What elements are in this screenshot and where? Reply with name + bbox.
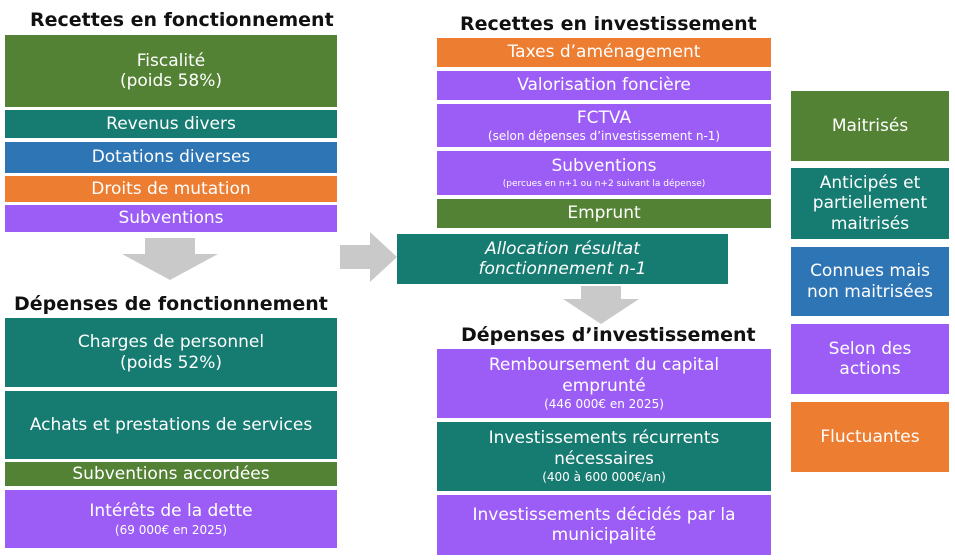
allocation-resultat-label: Allocation résultat <box>485 238 640 259</box>
valorisation-fonciere-label: Valorisation foncière <box>517 75 691 96</box>
legend-selon: Selon des actions <box>791 324 949 394</box>
legend-fluctuantes: Fluctuantes <box>791 402 949 472</box>
remboursement-capital-note: (446 000€ en 2025) <box>544 397 664 412</box>
valorisation-fonciere-box: Valorisation foncière <box>437 71 771 100</box>
legend-anticipes: Anticipés et partiellement maitrisés <box>791 168 949 239</box>
down-arrow-icon <box>122 238 218 280</box>
legend-anticipes-line2: partiellement <box>812 193 928 214</box>
remboursement-capital-label-2: emprunté <box>562 375 646 396</box>
investissements-recurrents-label-2: nécessaires <box>554 448 654 469</box>
revenus-divers-label: Revenus divers <box>106 113 236 134</box>
recettes-fonctionnement-title: Recettes en fonctionnement <box>30 9 334 31</box>
remboursement-capital-label: Remboursement du capital <box>488 355 720 376</box>
legend-selon-line1: Selon des <box>828 338 912 359</box>
interets-box: Intérêts de la dette (69 000€ en 2025) <box>5 490 337 548</box>
taxes-amenagement-box: Taxes d’aménagement <box>437 38 771 67</box>
charges-personnel-box: Charges de personnel (poids 52%) <box>5 318 337 387</box>
allocation-resultat-label-2: fonctionnement n-1 <box>478 259 647 279</box>
charges-personnel-label: Charges de personnel <box>77 332 265 353</box>
recettes-investissement-title: Recettes en investissement <box>460 13 757 35</box>
subventions-accordees-label: Subventions accordées <box>72 463 270 484</box>
subventions-accordees-box: Subventions accordées <box>5 462 337 486</box>
emprunt-label: Emprunt <box>567 203 641 224</box>
achats-label: Achats et prestations de services <box>29 414 313 435</box>
legend-connues-line1: Connues mais <box>810 261 930 282</box>
fiscalite-label: Fiscalité <box>136 50 206 71</box>
investissements-recurrents-box: Investissements récurrents nécessaires (… <box>437 422 771 491</box>
allocation-resultat-box: Allocation résultat fonctionnement n-1 <box>397 234 728 284</box>
investissements-decides-label-2: municipalité <box>551 525 657 545</box>
taxes-amenagement-label: Taxes d’aménagement <box>507 42 701 63</box>
fctva-label: FCTVA <box>576 107 632 128</box>
fiscalite-box: Fiscalité (poids 58%) <box>5 35 337 107</box>
depenses-fonctionnement-title: Dépenses de fonctionnement <box>14 293 328 315</box>
down-arrow-icon <box>563 286 639 324</box>
droits-mutation-label: Droits de mutation <box>91 178 251 199</box>
legend-maitrises: Maitrisés <box>791 91 949 161</box>
interets-note: (69 000€ en 2025) <box>114 522 228 537</box>
legend-connues-line2: non maitrisées <box>806 281 934 302</box>
subventions-recettes-box: Subventions <box>5 205 337 232</box>
legend-anticipes-line1: Anticipés et <box>819 172 921 193</box>
subventions-invest-label: Subventions <box>551 156 657 177</box>
investissements-recurrents-label: Investissements récurrents <box>488 428 720 449</box>
remboursement-capital-box: Remboursement du capital emprunté (446 0… <box>437 349 771 418</box>
depenses-investissement-title: Dépenses d’investissement <box>461 324 756 346</box>
dotations-box: Dotations diverses <box>5 142 337 173</box>
revenus-divers-box: Revenus divers <box>5 110 337 138</box>
fiscalite-weight: (poids 58%) <box>119 71 223 91</box>
charges-personnel-weight: (poids 52%) <box>119 352 223 373</box>
legend-anticipes-line3: maitrisés <box>830 213 910 234</box>
legend-selon-line2: actions <box>839 359 901 379</box>
fctva-box: FCTVA (selon dépenses d’investissement n… <box>437 104 771 147</box>
investissements-recurrents-note: (400 à 600 000€/an) <box>542 470 666 485</box>
investissements-decides-box: Investissements décidés par la municipal… <box>437 495 771 555</box>
investissements-decides-label: Investissements décidés par la <box>472 504 736 525</box>
fctva-note: (selon dépenses d’investissement n-1) <box>487 129 721 143</box>
interets-label: Intérêts de la dette <box>89 501 253 522</box>
right-arrow-icon <box>340 232 397 282</box>
subventions-invest-box: Subventions (percues en n+1 ou n+2 suiva… <box>437 151 771 195</box>
emprunt-box: Emprunt <box>437 199 771 228</box>
legend-connues: Connues mais non maitrisées <box>791 247 949 316</box>
dotations-label: Dotations diverses <box>91 147 251 168</box>
subventions-invest-note: (percues en n+1 ou n+2 suivant la dépens… <box>502 178 706 189</box>
subventions-recettes-label: Subventions <box>118 208 224 229</box>
achats-box: Achats et prestations de services <box>5 391 337 459</box>
legend-maitrises-label: Maitrisés <box>831 115 909 136</box>
legend-fluctuantes-label: Fluctuantes <box>820 426 920 447</box>
droits-mutation-box: Droits de mutation <box>5 176 337 202</box>
